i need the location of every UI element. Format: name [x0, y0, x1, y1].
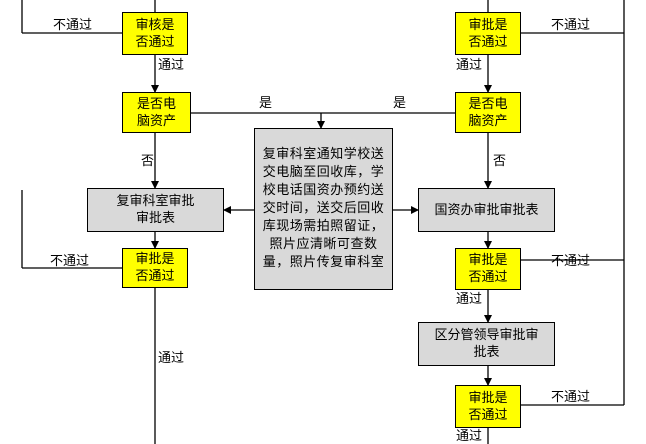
is-pc-asset-right-decision: 是否电 脑资产 — [455, 92, 521, 133]
approve-bottom-right-decision: 审批是 否通过 — [455, 385, 521, 428]
recheck-dept-approval-table: 复审科室审批 审批表 — [87, 188, 224, 232]
label-pass-mid-right: 通过 — [456, 292, 483, 307]
label-yes-right: 是 — [393, 96, 407, 111]
review-top-left-decision: 审核是 否通过 — [122, 12, 188, 55]
approve-mid-right-decision: 审批是 否通过 — [455, 248, 521, 290]
approve-top-right-decision: 审批是 否通过 — [455, 12, 521, 55]
label-fail-mid-right: 不通过 — [551, 254, 591, 269]
label-pass-top-right: 通过 — [456, 58, 483, 73]
state-asset-office-approval-table: 国资办审批审批表 — [418, 188, 555, 232]
label-no-left: 否 — [141, 154, 155, 169]
label-pass-bottom-right: 通过 — [456, 429, 483, 444]
is-pc-asset-left-decision: 是否电 脑资产 — [122, 92, 191, 133]
label-yes-left: 是 — [259, 96, 273, 111]
label-fail-mid-left: 不通过 — [50, 254, 90, 269]
approve-mid-left-decision: 审批是 否通过 — [122, 248, 188, 288]
label-pass-top-left: 通过 — [158, 58, 185, 73]
label-pass-mid-left: 通过 — [158, 351, 185, 366]
notify-school-process: 复审科室通知学校送交电脑至回收库，学校电话国资办预约送交时间，送交后回收库现场需… — [254, 128, 393, 290]
label-fail-bottom-right: 不通过 — [551, 390, 591, 405]
district-leader-approval-table: 区分管领导审批审 批表 — [418, 322, 555, 366]
label-fail-top-left: 不通过 — [53, 18, 93, 33]
label-fail-top-right: 不通过 — [551, 18, 591, 33]
label-no-right: 否 — [493, 154, 507, 169]
